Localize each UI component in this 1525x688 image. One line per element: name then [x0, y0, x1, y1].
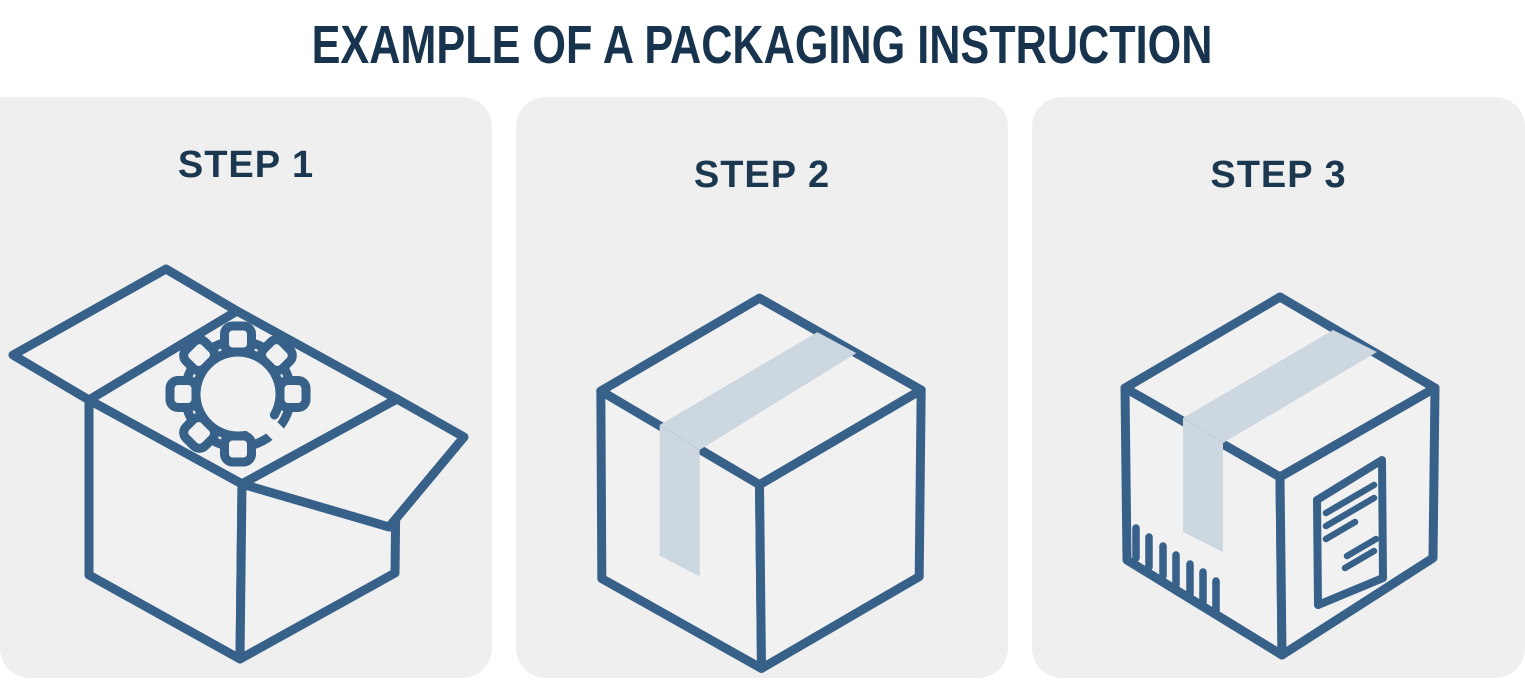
- packing-tape-top: [659, 332, 857, 450]
- packing-tape-side: [1183, 418, 1223, 552]
- step-2-label: STEP 2: [693, 154, 831, 196]
- step-1-panel: STEP 1: [0, 97, 492, 678]
- barcode-icon: [1132, 524, 1220, 615]
- box-right-face: [755, 385, 926, 673]
- page-title: EXAMPLE OF A PACKAGING INSTRUCTION: [312, 15, 1213, 75]
- step-2-panel: STEP 2: [516, 97, 1008, 678]
- open-box-illustration: [8, 264, 469, 664]
- labeled-box-illustration: [1120, 292, 1440, 660]
- shipping-label-icon: [1313, 456, 1387, 609]
- open-box-icon: [8, 264, 469, 664]
- title-bar: EXAMPLE OF A PACKAGING INSTRUCTION: [0, 14, 1525, 76]
- step-3-panel: STEP 3: [1032, 97, 1525, 678]
- step-3-label: STEP 3: [1210, 154, 1347, 196]
- step-1-label: STEP 1: [177, 144, 315, 186]
- sealed-box-icon: [596, 293, 926, 673]
- gear-icon: [165, 321, 311, 467]
- taped-box-illustration: [596, 293, 926, 673]
- labeled-box-icon: [1120, 292, 1440, 660]
- box-right-flap: [237, 394, 469, 532]
- packing-tape-side: [659, 424, 700, 577]
- packing-tape-top: [1183, 330, 1377, 443]
